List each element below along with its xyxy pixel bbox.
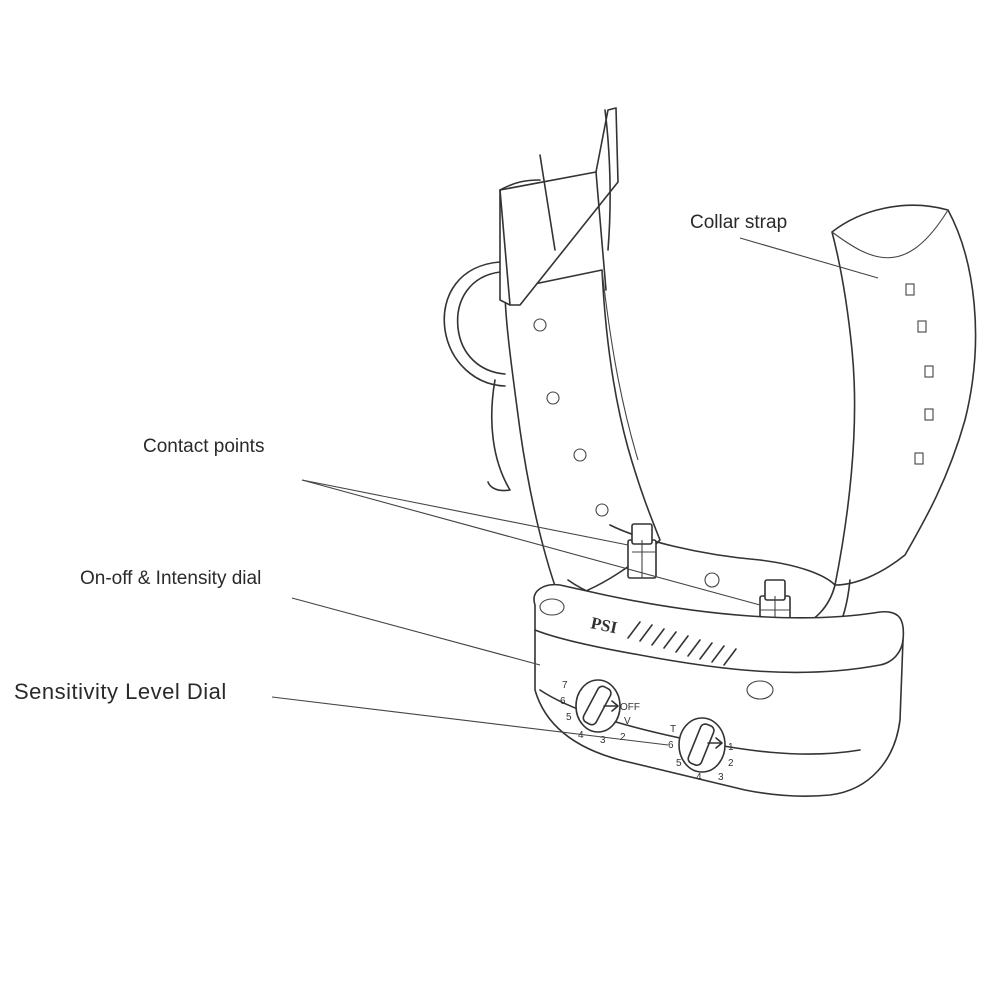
leader-contact-left	[301, 479, 629, 546]
label-collar-strap: Collar strap	[690, 212, 788, 233]
intensity-mark-5: 5	[566, 712, 572, 723]
sensitivity-mark-1: 1	[728, 742, 734, 753]
intensity-mark-6: 6	[560, 696, 566, 707]
contact-point-left	[627, 523, 657, 579]
leader-contact-right	[301, 479, 761, 606]
intensity-dial[interactable]	[575, 679, 621, 733]
label-contact-points: Contact points	[143, 436, 265, 457]
intensity-mark-7: 7	[562, 680, 568, 691]
label-sensitivity-dial: Sensitivity Level Dial	[14, 679, 227, 704]
sensitivity-mark-2: 2	[728, 758, 734, 769]
intensity-mark-2: 2	[620, 732, 626, 743]
label-onoff-dial: On-off & Intensity dial	[80, 568, 262, 589]
leader-lines	[271, 237, 879, 746]
intensity-mark-off: OFF	[620, 702, 640, 713]
d-ring	[443, 261, 511, 492]
sensitivity-mark-4: 4	[696, 772, 702, 783]
collar-strap-right	[831, 204, 977, 586]
leader-onoff	[291, 597, 541, 666]
collar-strap-left	[504, 269, 661, 601]
intensity-mark-3: 3	[600, 735, 606, 746]
sensitivity-mark-3: 3	[718, 772, 724, 783]
sensitivity-dial[interactable]	[678, 717, 726, 773]
sensitivity-mark-6: 6	[668, 740, 674, 751]
sensitivity-mark-5: 5	[676, 758, 682, 769]
sensitivity-mark-t: T	[670, 724, 676, 735]
buckle	[499, 107, 619, 306]
leader-sensitivity	[271, 696, 669, 746]
leader-collar-strap	[739, 237, 879, 279]
intensity-mark-v: V	[624, 716, 631, 727]
intensity-mark-4: 4	[578, 730, 584, 741]
